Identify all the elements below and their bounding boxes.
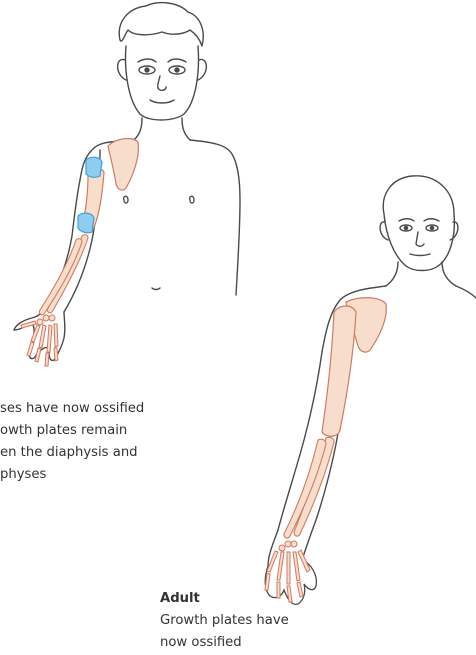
child-caption-line-3: en the diaphysis and [0,442,144,464]
adult-caption-title: Adult [160,588,289,610]
child-caption: ses have now ossified owth plates remain… [0,398,144,486]
child-caption-line-2: owth plates remain [0,420,144,442]
child-nose [158,76,166,90]
child-neck [134,118,142,140]
child-mouth [150,100,174,103]
adult-caption: Adult Growth plates have now ossified [160,588,289,654]
adult-caption-line-1: Growth plates have [160,610,289,632]
child-face [126,46,199,120]
child-torso-right [190,140,240,295]
child-hand-bones [21,315,58,366]
child-hair [119,3,203,46]
child-growth-plate-lower [78,213,94,233]
child-growth-plate-upper [86,157,102,177]
adult-caption-line-2: now ossified [160,632,289,654]
child-right-ear [198,59,206,80]
adult-nose [416,232,424,246]
adult-mouth [410,254,430,256]
child-left-ear [118,59,126,80]
child-caption-line-1: ses have now ossified [0,398,144,420]
child-caption-line-4: physes [0,464,144,486]
adult-head [383,176,454,271]
adult-neck [386,262,398,286]
child-forearm-bones [39,235,88,315]
child-scapula [108,139,138,191]
